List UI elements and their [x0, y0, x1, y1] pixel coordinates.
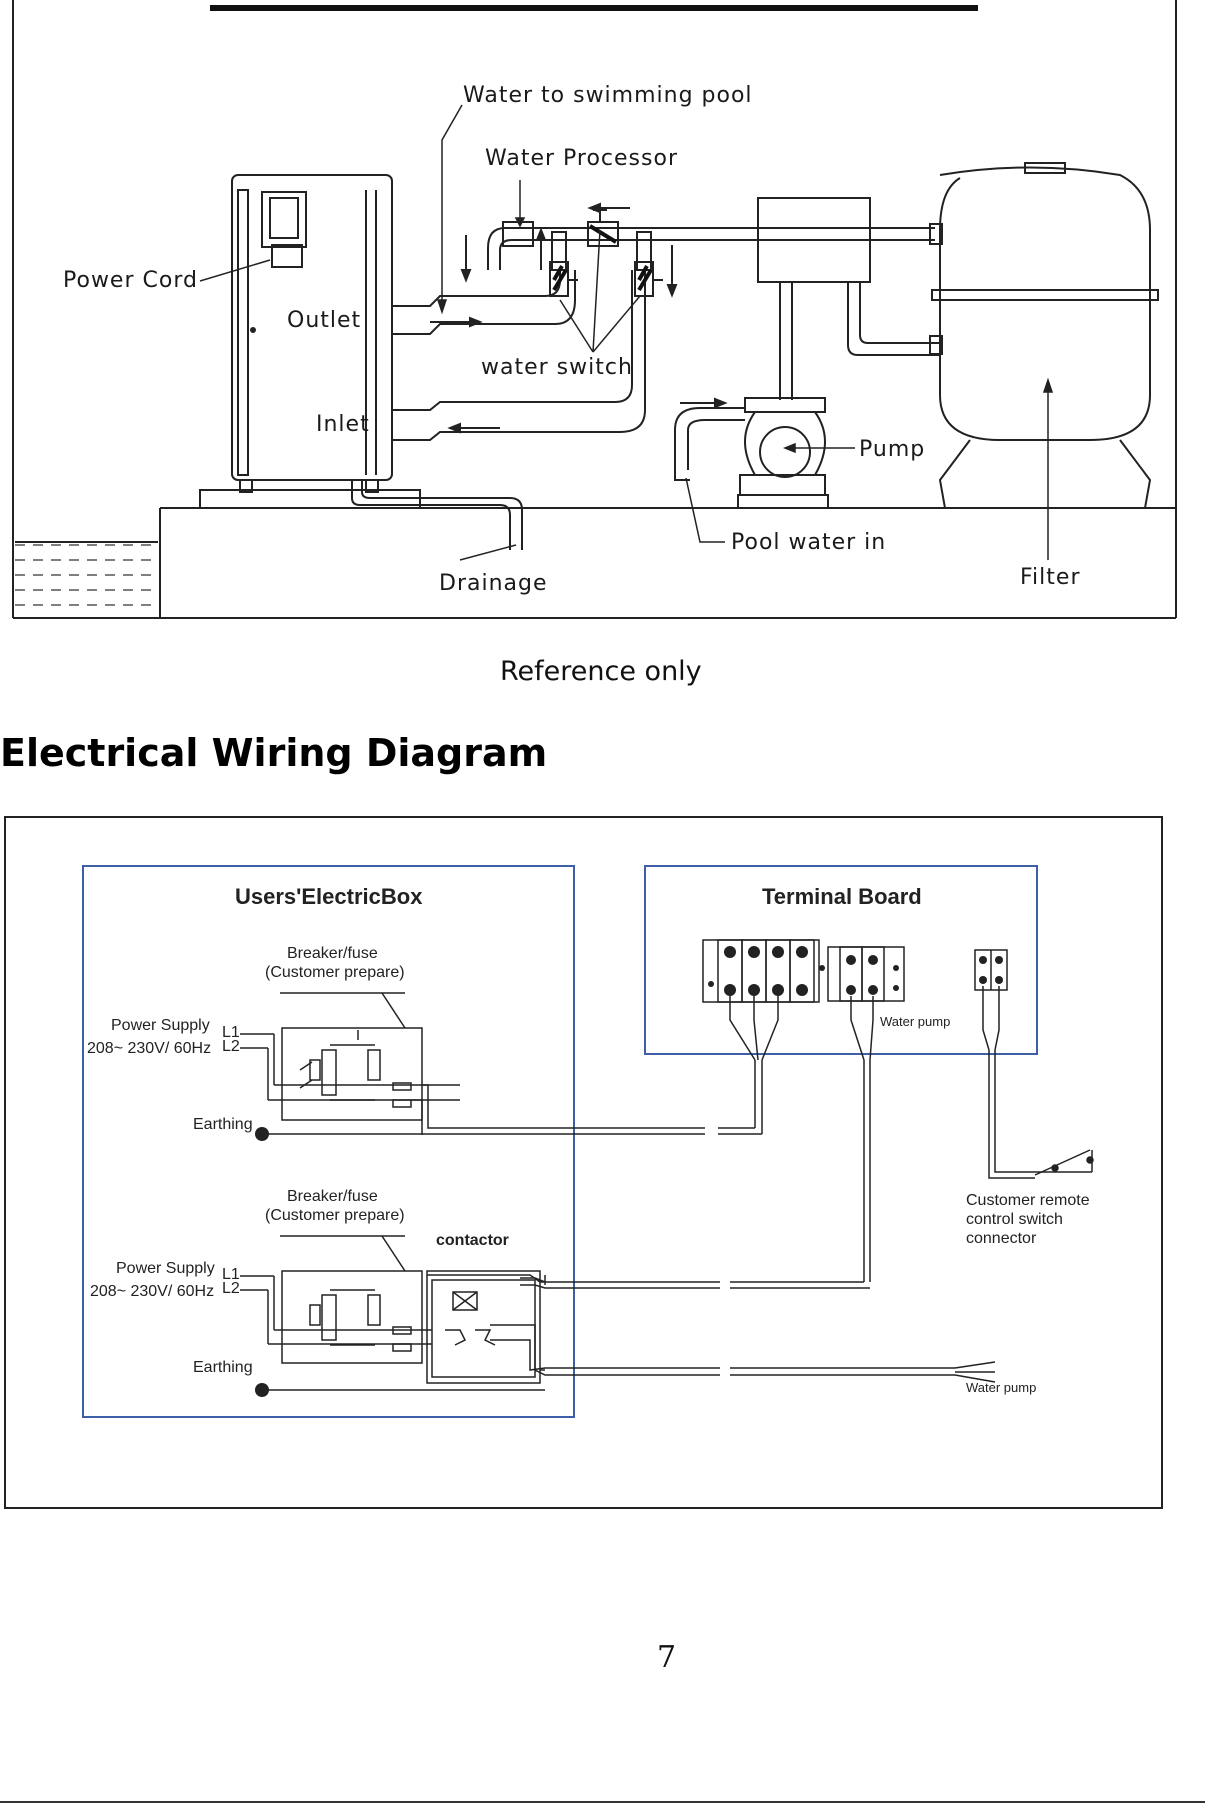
supply-1-wires: [240, 1033, 763, 1135]
contactor-box: [426, 1270, 541, 1384]
label-filter: Filter: [1020, 565, 1081, 590]
breaker-1-sub: (Customer prepare): [265, 964, 405, 981]
section-title: Electrical Wiring Diagram: [0, 731, 548, 775]
breaker-1-label: Breaker/fuse: [287, 945, 378, 962]
pump-body: [674, 397, 829, 509]
label-water-switch: water switch: [481, 355, 633, 380]
valve-stripes: [552, 224, 653, 292]
power-supply-1-label: Power Supply: [111, 1017, 210, 1034]
label-water-processor: Water Processor: [485, 146, 678, 171]
wiring-frame: [4, 816, 1163, 1509]
earth-2-terminal: [255, 1383, 269, 1397]
label-drainage: Drainage: [439, 571, 548, 596]
bottom-water-pump-label: Water pump: [966, 1380, 1037, 1395]
terminal-block-remote: [974, 949, 1008, 991]
label-power-cord: Power Cord: [63, 268, 198, 293]
flow-arrows: [430, 202, 728, 434]
remote-switch: [988, 1127, 1094, 1179]
label-pool-water-in: Pool water in: [731, 530, 887, 555]
heat-pump-unit: [199, 174, 421, 509]
terminal-block-pump: [827, 946, 905, 1002]
terminal-water-pump-label: Water pump: [880, 1014, 951, 1029]
terminal-block-power: [702, 939, 820, 1003]
top-rule: [210, 5, 978, 11]
reference-note: Reference only: [500, 656, 702, 687]
page-number: 7: [657, 1640, 677, 1675]
l1-2-label: L1: [222, 1266, 240, 1283]
bottom-rule: [0, 1801, 1205, 1803]
breaker-1: [280, 992, 423, 1121]
remote-switch-label-1: Customer remote: [966, 1192, 1090, 1209]
terminal-board-border: [644, 865, 1038, 1055]
label-inlet: Inlet: [316, 412, 370, 437]
terminal-wires: [729, 986, 1000, 1282]
l2-2-label: L2: [222, 1280, 240, 1297]
remote-switch-label-3: connector: [966, 1230, 1037, 1247]
users-box-title: Users'ElectricBox: [235, 884, 423, 909]
terminal-screws: [708, 946, 1003, 996]
breaker-2: [280, 1235, 423, 1364]
leader-lines: [199, 104, 1054, 561]
supply-2-wires: [240, 1274, 996, 1391]
voltage-2-label: 208~ 230V/ 60Hz: [90, 1283, 215, 1300]
l1-1-label: L1: [222, 1024, 240, 1041]
inlet-pipe: [392, 270, 646, 441]
label-water-to-pool: Water to swimming pool: [463, 83, 753, 108]
installation-frame: [12, 0, 1177, 619]
breaker-2-label: Breaker/fuse: [287, 1188, 378, 1205]
remote-switch-label-2: control switch: [966, 1211, 1063, 1228]
contactor-label: contactor: [436, 1232, 509, 1249]
l2-1-label: L2: [222, 1038, 240, 1055]
breaker-2-sub: (Customer prepare): [265, 1207, 405, 1224]
earthing-2-label: Earthing: [193, 1359, 253, 1376]
voltage-1-label: 208~ 230V/ 60Hz: [87, 1040, 212, 1057]
filter-tank: [929, 162, 1159, 509]
power-supply-2-label: Power Supply: [116, 1260, 215, 1277]
terminal-board-title: Terminal Board: [762, 884, 922, 909]
pool-water: [15, 544, 158, 606]
users-box-border: [82, 865, 575, 1418]
label-outlet: Outlet: [287, 308, 362, 333]
label-pump: Pump: [859, 437, 926, 462]
drainage-pipe: [351, 480, 523, 550]
earthing-1-label: Earthing: [193, 1116, 253, 1133]
control-box: [757, 197, 940, 400]
earth-1-terminal: [255, 1127, 269, 1141]
